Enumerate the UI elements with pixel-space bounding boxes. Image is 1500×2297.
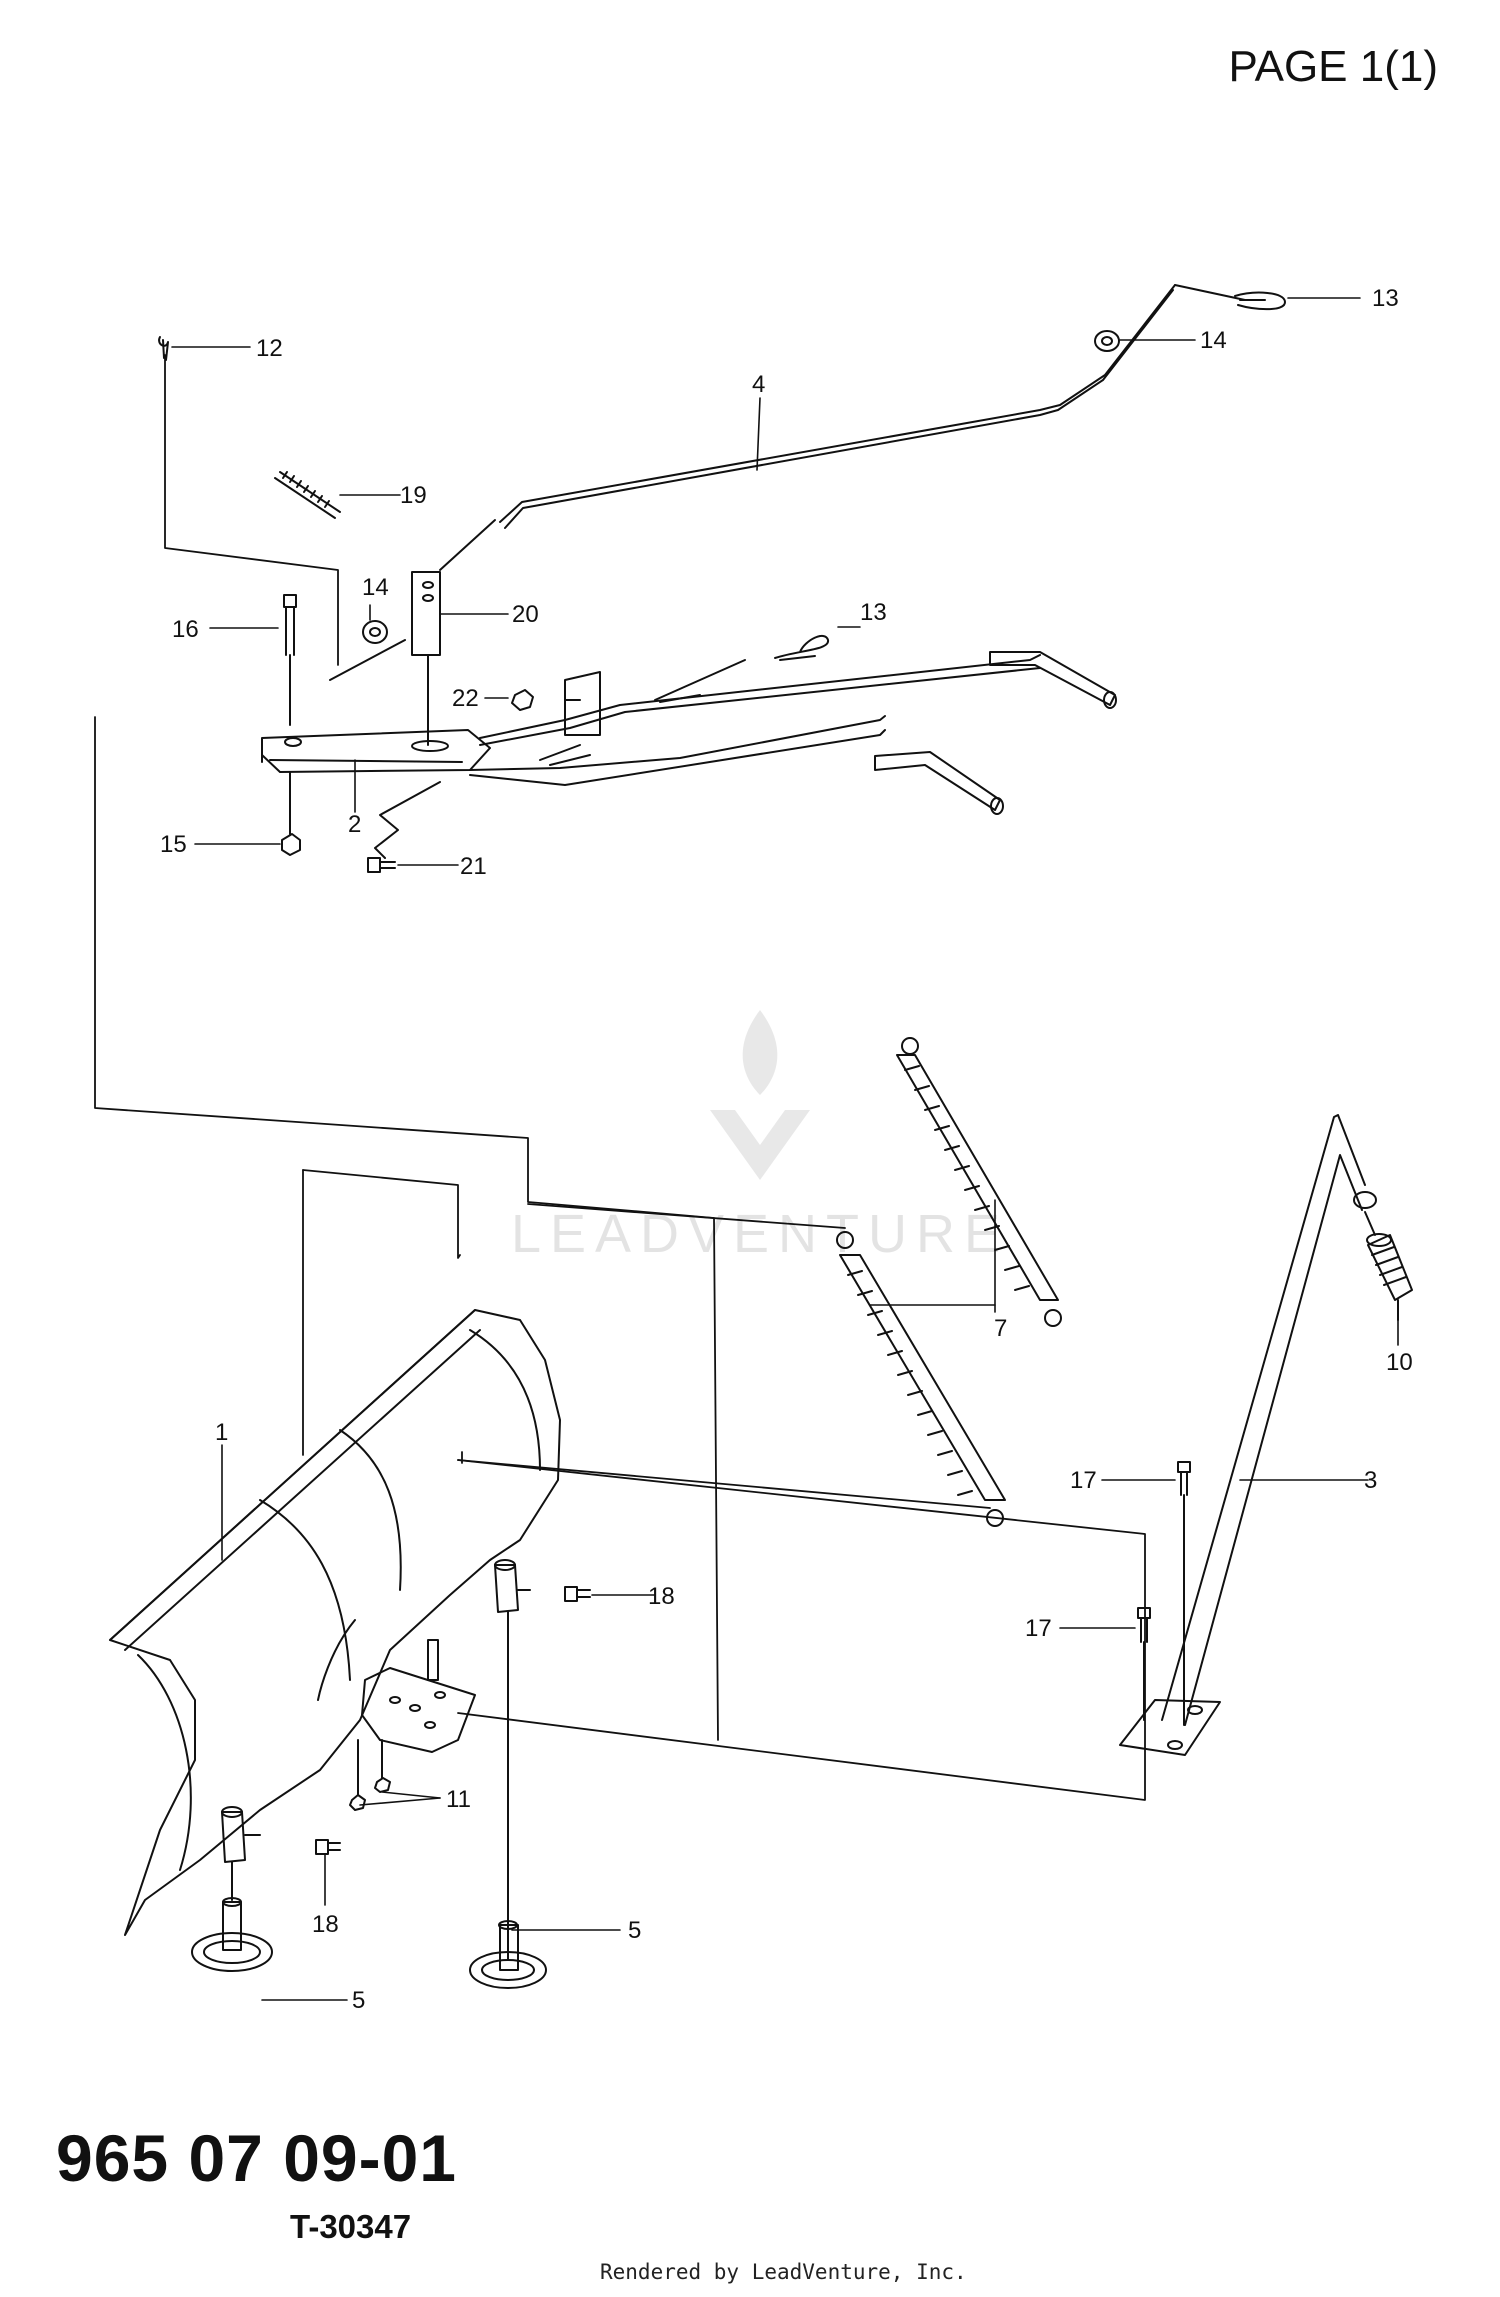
callout-13-mid: 13 [860,599,887,626]
drawing-id: T-30347 [290,2208,412,2245]
watermark-text: LEADVENTURE [510,1204,1010,1264]
pin-collar-right [494,1559,591,1961]
control-rod [439,284,1246,571]
hairpin-clip-mid [774,634,829,661]
skid-shoe-left [191,1897,273,1972]
watermark: LEADVENTURE [480,1000,1040,1265]
bolt-17-upper [1177,1461,1191,1726]
flame-logo-icon [710,1010,810,1180]
callout-10: 10 [1386,1349,1413,1376]
washer-top [1094,330,1120,352]
callout-17-bottom: 17 [1025,1615,1052,1642]
skid-shoe-right [469,1920,547,1989]
spring-upper [896,1037,1062,1327]
callout-1: 1 [215,1419,228,1446]
callout-13-top: 13 [1372,285,1399,312]
pin-collar-left [221,1806,341,1901]
washer-mid [362,620,388,644]
callout-5-left: 5 [352,1987,365,2014]
callout-7: 7 [994,1315,1007,1342]
lift-handle [1119,1114,1377,1756]
nut-15 [281,771,301,856]
callout-5-right: 5 [628,1917,641,1944]
callout-14-top: 14 [1200,327,1227,354]
callout-18-right: 18 [648,1583,675,1610]
callout-3: 3 [1364,1467,1377,1494]
callout-18-left: 18 [312,1911,339,1938]
leader-lines [171,297,1399,2001]
callout-4: 4 [752,371,765,398]
assembly-lines [94,354,1146,1801]
plow-blade [109,1309,561,1936]
cotter-pin [158,336,169,361]
callout-16: 16 [172,616,199,643]
handle-grip [1364,1211,1413,1321]
nut-22 [511,689,534,711]
callout-19: 19 [400,482,427,509]
part-number: 965 07 09-01 [56,2121,458,2195]
callout-17-top: 17 [1070,1467,1097,1494]
bracket-plate [329,571,441,746]
bolt-17-lower [1137,1607,1151,1721]
threaded-rod [274,471,341,519]
callout-15: 15 [160,831,187,858]
callout-12: 12 [256,335,283,362]
rendered-by-footer: Rendered by LeadVenture, Inc. [600,2260,967,2284]
callout-14-mid: 14 [362,574,389,601]
page-label: PAGE 1(1) [1228,42,1438,91]
callout-11: 11 [446,1786,471,1813]
spring-lower [836,1231,1006,1527]
push-frame [261,651,1117,815]
bolt-16 [283,594,297,726]
callout-21: 21 [460,853,487,880]
hairpin-clip-top [1234,291,1286,311]
bolt-21 [367,781,441,873]
mount-plate [349,1639,476,1811]
callout-20: 20 [512,601,539,628]
callout-2: 2 [348,811,361,838]
callout-22: 22 [452,685,479,712]
callout-labels: 13 14 12 4 19 14 20 16 13 22 2 15 21 7 1… [160,285,1413,2014]
